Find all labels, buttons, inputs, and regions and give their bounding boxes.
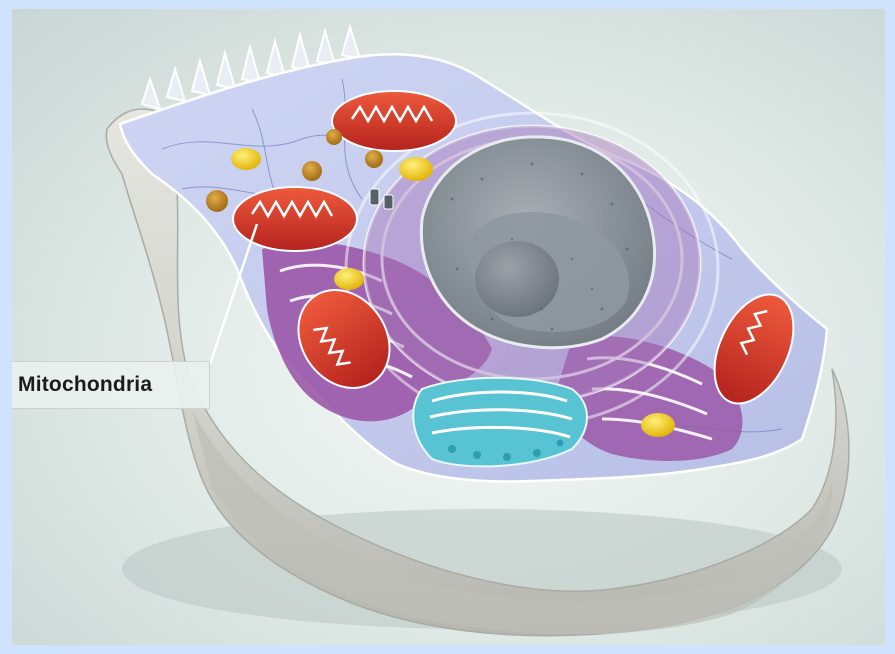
nucleolus [475, 241, 559, 317]
mitochondria-label-text: Mitochondria [18, 373, 152, 397]
cell-cutaway-svg [12, 9, 885, 645]
mitochondrion-top [332, 91, 456, 151]
mitochondria-label: Mitochondria [12, 361, 210, 409]
golgi-apparatus [413, 378, 587, 467]
cell-illustration: Mitochondria [12, 9, 885, 645]
